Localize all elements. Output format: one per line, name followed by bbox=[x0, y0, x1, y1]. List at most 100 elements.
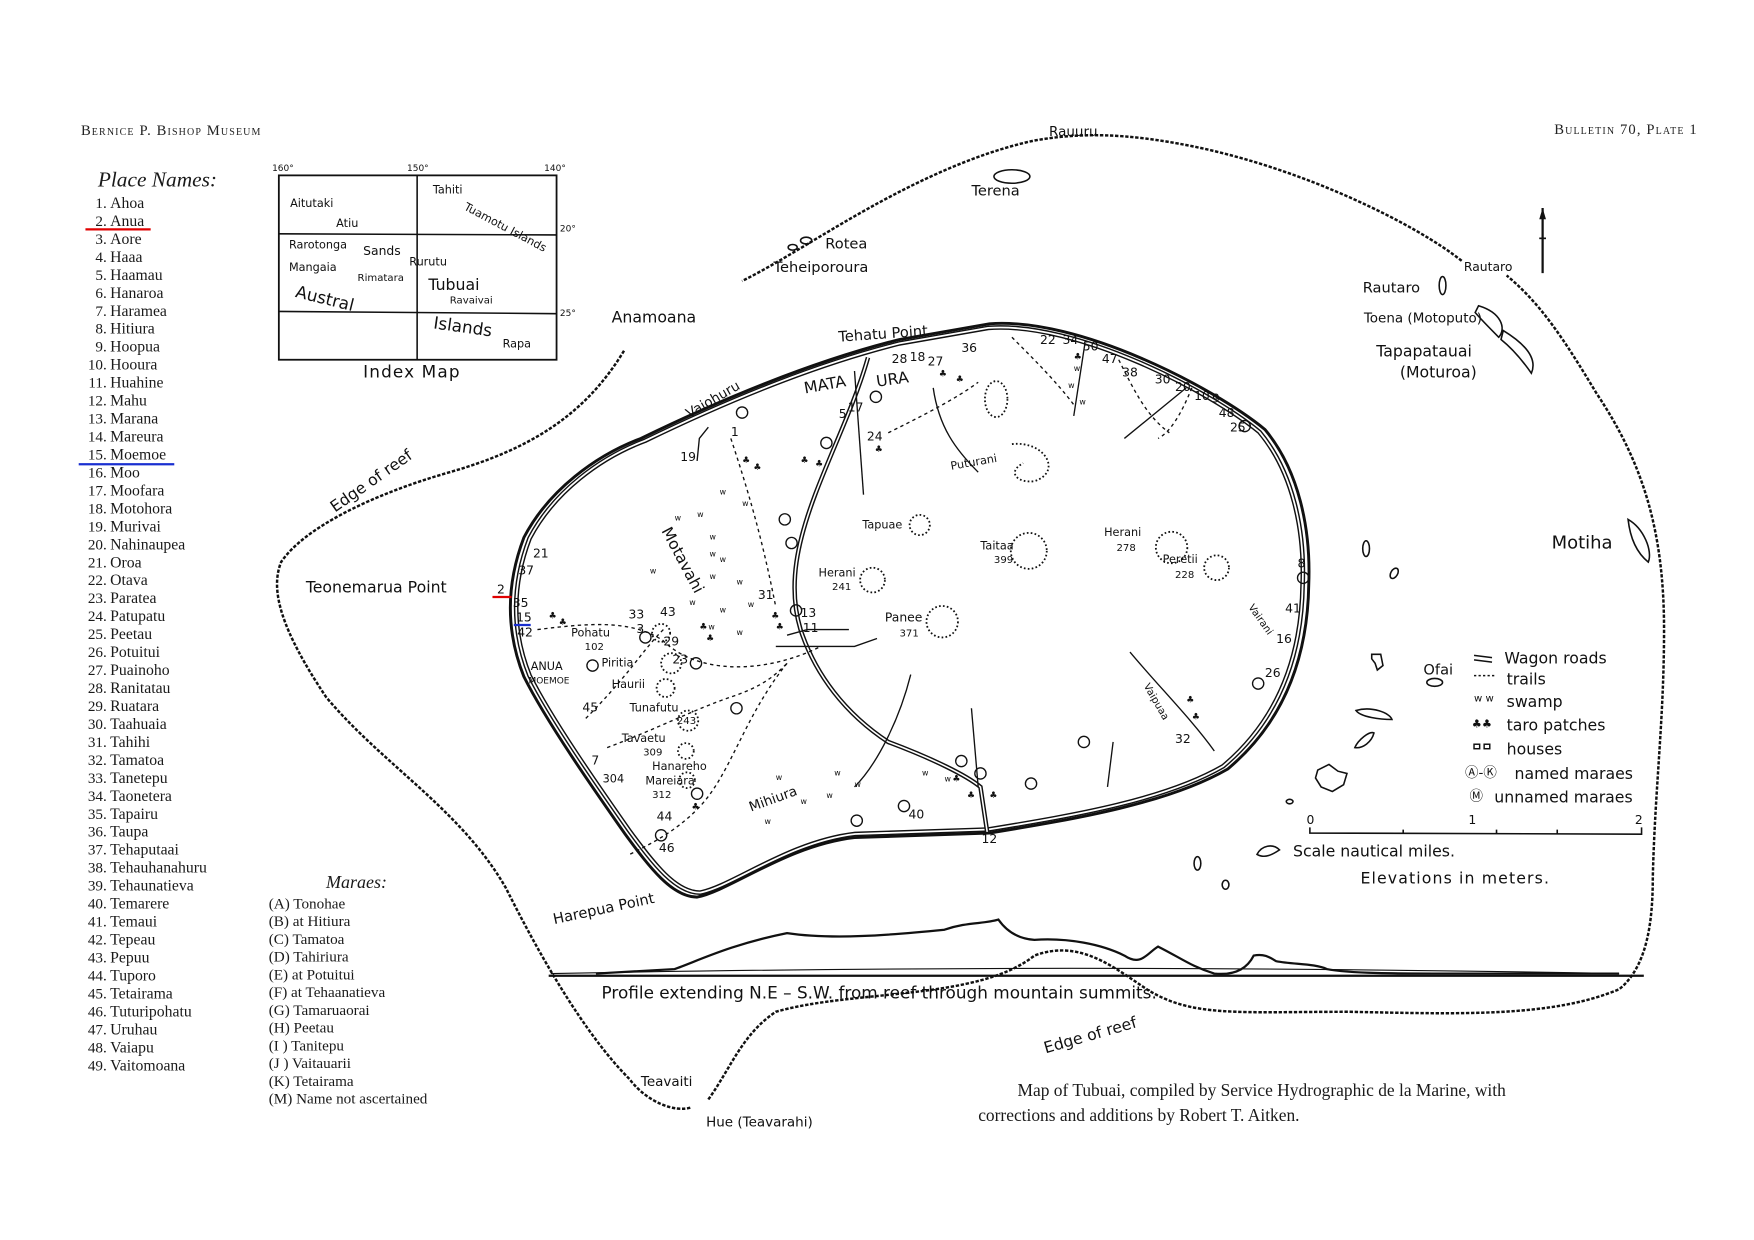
island-label: Tavaetu bbox=[621, 732, 666, 745]
map-number: 47 bbox=[1102, 352, 1118, 366]
index-map-label: Rurutu bbox=[409, 255, 447, 268]
island-label: Mareiara bbox=[645, 775, 694, 788]
place-name-number: 11. bbox=[88, 375, 106, 392]
place-name-number: 17. bbox=[88, 482, 107, 499]
sea-label: Rauuru bbox=[1049, 124, 1098, 140]
profile-caption: Profile extending N.E – S.W. from reef t… bbox=[602, 982, 1157, 1002]
index-map-lon-tick: 140° bbox=[544, 164, 566, 174]
place-name-number: 43. bbox=[88, 950, 107, 967]
map-number: 19 bbox=[680, 450, 696, 464]
place-name-number: 34. bbox=[88, 788, 107, 805]
map-number: 18 bbox=[910, 350, 926, 364]
sea-label: Teheiporoura bbox=[773, 259, 869, 276]
place-name-number: 6. bbox=[95, 285, 106, 302]
legend-named-maraes: named maraes bbox=[1515, 764, 1633, 783]
place-name-item: Huahine bbox=[110, 375, 163, 392]
map-number: 20 bbox=[1175, 380, 1191, 394]
taro-patch-icon: ♣ bbox=[1074, 353, 1082, 363]
index-map-lon-tick: 150° bbox=[407, 164, 429, 174]
map-number: 26 bbox=[1265, 666, 1281, 680]
swamp-icon: ᴡ bbox=[765, 817, 772, 826]
place-name-number: 40. bbox=[88, 896, 107, 913]
place-name-item: Tetairama bbox=[110, 985, 173, 1002]
place-name-item: Temarere bbox=[110, 896, 169, 913]
caption-line-2: corrections and additions by Robert T. A… bbox=[978, 1105, 1299, 1125]
place-name-number: 27. bbox=[88, 662, 107, 679]
index-map-label: Tahiti bbox=[432, 183, 463, 196]
place-name-item: Puainoho bbox=[110, 662, 170, 679]
index-map-lat-tick: 25° bbox=[560, 309, 576, 319]
place-name-number: 21. bbox=[88, 554, 107, 571]
place-name-number: 9. bbox=[95, 339, 106, 356]
place-name-number: 8. bbox=[95, 321, 106, 338]
map-number: 23 bbox=[672, 652, 688, 666]
swamp-icon: ᴡ bbox=[709, 533, 716, 542]
place-name-number: 44. bbox=[88, 967, 107, 984]
place-name-item: Potuitui bbox=[110, 644, 160, 661]
place-name-number: 29. bbox=[88, 698, 107, 715]
place-name-number: 10. bbox=[88, 357, 107, 374]
swamp-icon: ᴡ bbox=[736, 628, 743, 637]
taro-patch-icon: ♣ bbox=[956, 375, 964, 385]
map-number: 16 bbox=[1276, 632, 1292, 646]
scale-bar: 0 1 2 Scale nautical miles. Elevations i… bbox=[1293, 813, 1643, 888]
map-number: 46 bbox=[659, 841, 675, 855]
swamp-icon: ᴡ bbox=[650, 566, 657, 575]
caption-line-1: Map of Tubuai, compiled by Service Hydro… bbox=[1018, 1080, 1507, 1100]
sea-label: Harepua Point bbox=[552, 890, 657, 928]
index-map-label: Ravaivai bbox=[450, 296, 493, 307]
place-name-number: 5. bbox=[95, 267, 106, 284]
place-name-item: Tehauhanahuru bbox=[110, 860, 207, 877]
index-map-label: Austral bbox=[294, 281, 357, 315]
place-name-item: Tanetepu bbox=[110, 770, 168, 787]
swamp-icon: ᴡ bbox=[709, 549, 716, 558]
legend-swamp: swamp bbox=[1507, 692, 1563, 711]
place-name-item: Pepuu bbox=[110, 950, 149, 967]
place-name-number: 28. bbox=[88, 680, 107, 697]
taro-patch-icon: ♣ bbox=[939, 370, 947, 380]
map-number: 17 bbox=[848, 400, 864, 414]
taro-patch-icon: ♣ bbox=[989, 791, 997, 801]
sea-label: Teavaiti bbox=[640, 1074, 693, 1090]
marae-item: (A) Tonohae bbox=[269, 895, 346, 912]
map-number: 10 bbox=[1194, 389, 1210, 403]
sea-label: Edge of reef bbox=[1042, 1012, 1140, 1057]
place-name-item: Ruatara bbox=[110, 698, 159, 715]
place-name-number: 14. bbox=[88, 429, 107, 446]
place-name-item: Oroa bbox=[110, 554, 141, 571]
map-number: 44 bbox=[657, 810, 673, 824]
place-name-number: 22. bbox=[88, 572, 107, 589]
legend-unnamed-maraes: unnamed maraes bbox=[1494, 788, 1632, 807]
place-name-item: Tepeau bbox=[110, 932, 155, 949]
sea-label: Rautaro bbox=[1464, 260, 1513, 274]
island-label: MATA bbox=[802, 371, 847, 397]
index-map-label: Islands bbox=[432, 312, 493, 340]
swamp-icon: ᴡ bbox=[801, 797, 808, 806]
place-name-number: 16. bbox=[88, 464, 107, 481]
map-number: 9 bbox=[1212, 391, 1220, 405]
place-name-item: Taonetera bbox=[110, 788, 172, 805]
index-map-lon-tick: 160° bbox=[272, 164, 294, 174]
swamp-icon: ᴡ bbox=[944, 774, 951, 783]
swamp-icon: ᴡ bbox=[1074, 364, 1081, 373]
map-number: 37 bbox=[518, 563, 534, 577]
scale-tick-1: 1 bbox=[1468, 813, 1476, 827]
place-name-number: 24. bbox=[88, 608, 107, 625]
place-name-number: 1. bbox=[95, 195, 106, 212]
sea-label: Tapapatauai bbox=[1375, 341, 1472, 360]
place-name-item: Moo bbox=[110, 464, 140, 481]
place-name-number: 19. bbox=[88, 518, 107, 535]
map-number: 50 bbox=[1083, 340, 1099, 354]
island-label: Motavahi bbox=[658, 524, 709, 597]
legend-named-marae-icon: Ⓐ-Ⓚ bbox=[1465, 765, 1497, 781]
map-number: 24 bbox=[867, 430, 883, 444]
swamp-icon: ᴡ bbox=[742, 499, 749, 508]
islets bbox=[787, 168, 1651, 891]
place-name-number: 30. bbox=[88, 716, 107, 733]
place-name-item: Tuporo bbox=[110, 967, 156, 984]
tubuai-island bbox=[509, 321, 1311, 899]
place-name-item: Tapairu bbox=[110, 806, 158, 823]
map-number: 22 bbox=[1040, 333, 1056, 347]
legend-taro-patches: taro patches bbox=[1507, 716, 1606, 735]
